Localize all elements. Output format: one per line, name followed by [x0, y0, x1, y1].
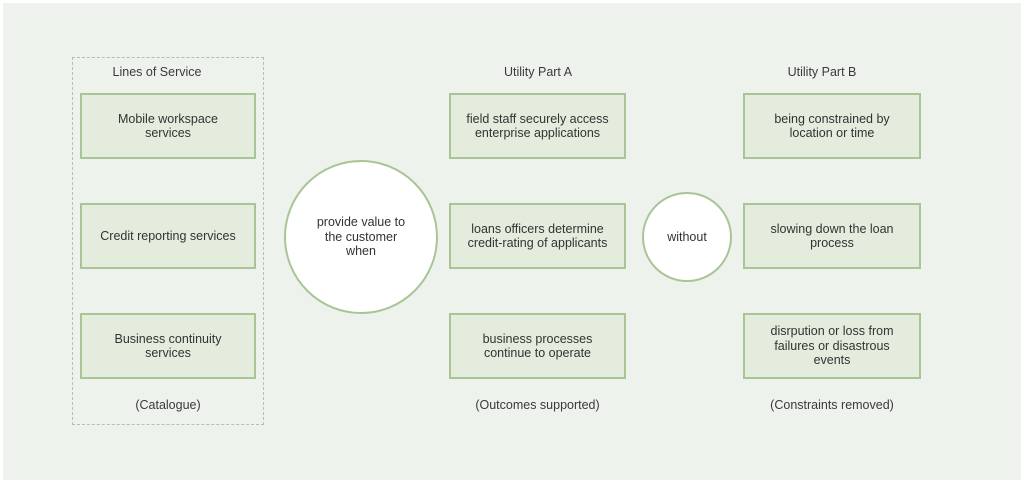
- catalogue-item-business-continuity: Business continuity services: [80, 313, 256, 379]
- catalogue-heading: Lines of Service: [112, 65, 202, 79]
- utility-b-item-disruption: disrpution or loss from failures or disa…: [743, 313, 921, 379]
- utility-b-caption: (Constraints removed): [770, 398, 894, 412]
- utility-b-heading: Utility Part B: [787, 65, 857, 79]
- catalogue-item-credit-reporting: Credit reporting services: [80, 203, 256, 269]
- value-circle: provide value to the customer when: [284, 160, 438, 314]
- utility-a-caption: (Outcomes supported): [475, 398, 600, 412]
- utility-a-heading: Utility Part A: [503, 65, 573, 79]
- catalogue-item-mobile-workspace: Mobile workspace services: [80, 93, 256, 159]
- utility-a-item-field-staff: field staff securely access enterprise a…: [449, 93, 626, 159]
- utility-a-item-loans-officers: loans officers determine credit-rating o…: [449, 203, 626, 269]
- utility-b-item-loan-process: slowing down the loan process: [743, 203, 921, 269]
- without-circle: without: [642, 192, 732, 282]
- utility-b-item-location-time: being constrained by location or time: [743, 93, 921, 159]
- utility-a-item-business-processes: business processes continue to operate: [449, 313, 626, 379]
- catalogue-frame: [72, 57, 264, 425]
- catalogue-caption: (Catalogue): [135, 398, 201, 412]
